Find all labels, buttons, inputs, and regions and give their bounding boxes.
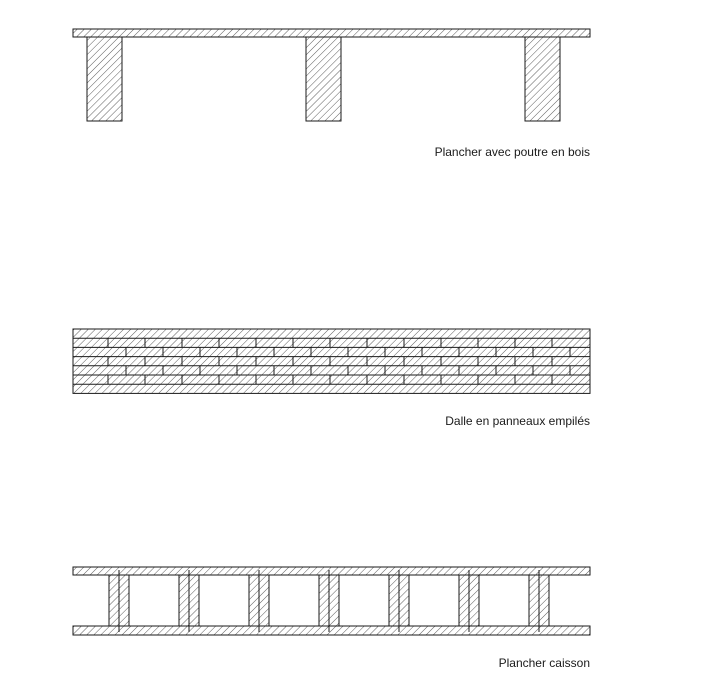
caption-box-floor: Plancher caisson <box>498 656 590 670</box>
bottom-panel <box>72 625 591 636</box>
top-panel <box>72 566 591 576</box>
timber-beam <box>86 36 123 122</box>
caption-stacked-plank-slab: Dalle en panneaux empilés <box>445 414 590 428</box>
slab-outline <box>72 328 591 394</box>
timber-beam <box>305 36 342 122</box>
box-floor-section <box>72 566 591 636</box>
timber-beam <box>524 36 561 122</box>
floor-board <box>72 28 591 38</box>
stacked-plank-slab-section <box>72 328 591 394</box>
timber-beam-floor-section <box>72 28 591 122</box>
caption-timber-beam-floor: Plancher avec poutre en bois <box>434 145 590 159</box>
